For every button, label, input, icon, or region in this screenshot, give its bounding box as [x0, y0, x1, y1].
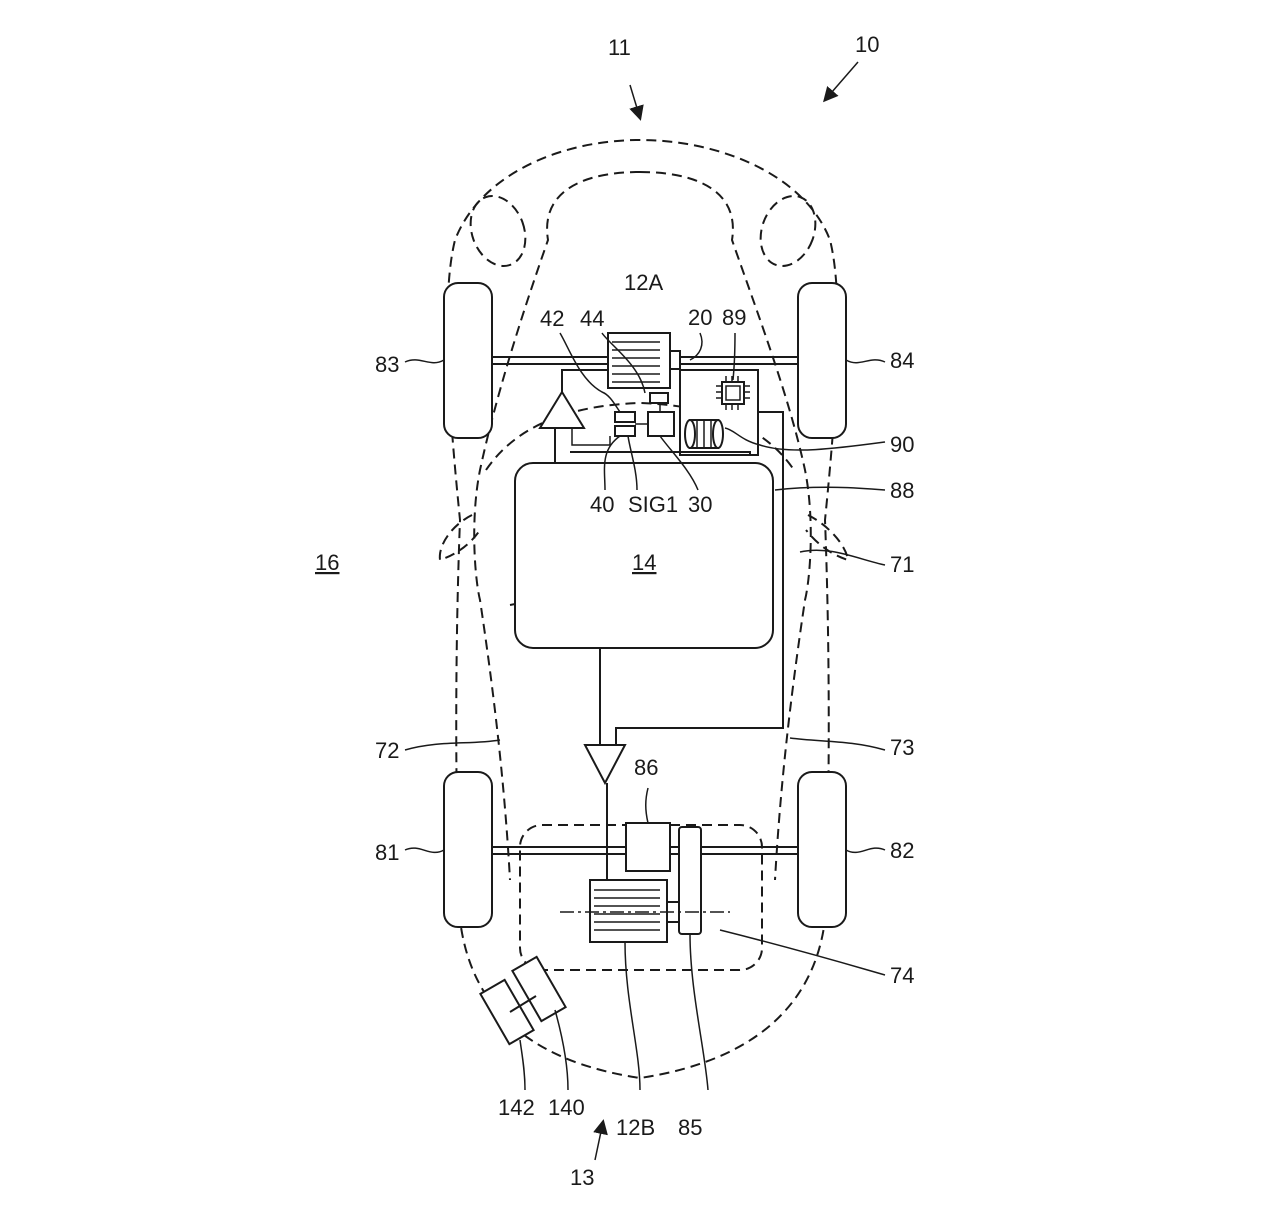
processor-chip-icon	[721, 381, 745, 405]
pedals	[479, 955, 567, 1046]
leader-lines	[404, 332, 886, 1091]
label-10: 10	[855, 32, 879, 57]
label-81: 81	[375, 840, 399, 865]
label-90: 90	[890, 432, 914, 457]
label-11: 11	[608, 35, 631, 60]
label-142: 142	[498, 1095, 535, 1120]
label-89: 89	[722, 305, 746, 330]
wiring-harness	[570, 411, 784, 745]
label-140: 140	[548, 1095, 585, 1120]
label-86: 86	[634, 755, 658, 780]
rear-amplifier	[583, 744, 627, 880]
label-73: 73	[890, 735, 914, 760]
label-84: 84	[890, 348, 914, 373]
control-modules	[571, 392, 675, 446]
label-12B: 12B	[616, 1115, 655, 1140]
wheel-front-left	[443, 282, 493, 439]
label-88: 88	[890, 478, 914, 503]
rear-motor	[589, 879, 680, 943]
label-42: 42	[540, 306, 564, 331]
label-71: 71	[890, 552, 914, 577]
label-72: 72	[375, 738, 399, 763]
label-12A: 12A	[624, 270, 663, 295]
battery-pack	[514, 462, 774, 649]
wheel-rear-left	[443, 771, 493, 928]
memory-cylinder-icon	[684, 419, 724, 449]
label-16: 16	[315, 550, 339, 575]
controller-box	[679, 369, 759, 456]
module-86	[625, 822, 671, 872]
label-83: 83	[375, 352, 399, 377]
label-14: 14	[632, 550, 656, 575]
label-44: 44	[580, 306, 604, 331]
wheel-front-right	[797, 282, 847, 439]
front-amplifier	[538, 369, 608, 463]
arrow-13	[593, 1119, 608, 1161]
label-40: 40	[590, 492, 614, 517]
label-74: 74	[890, 963, 914, 988]
label-20: 20	[688, 305, 712, 330]
label-30: 30	[688, 492, 712, 517]
gearbox	[678, 826, 702, 935]
front-motor	[607, 332, 681, 389]
wheel-rear-right	[797, 771, 847, 928]
arrow-10	[823, 61, 859, 103]
label-SIG1: SIG1	[628, 492, 678, 517]
label-85: 85	[678, 1115, 702, 1140]
label-82: 82	[890, 838, 914, 863]
arrow-11	[629, 84, 644, 121]
label-13: 13	[570, 1165, 594, 1190]
